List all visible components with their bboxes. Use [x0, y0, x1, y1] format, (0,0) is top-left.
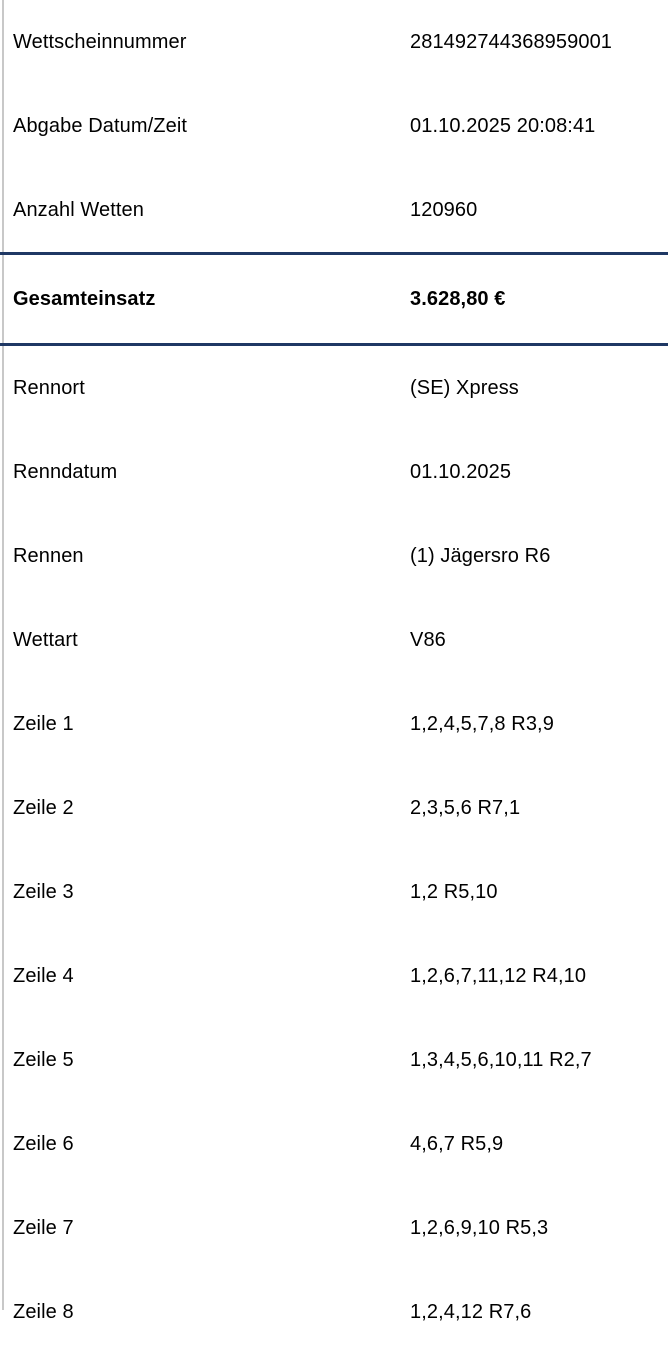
row-label: Zeile 2 — [13, 797, 74, 819]
row-label: Zeile 6 — [13, 1133, 74, 1155]
table-row: Wettscheinnummer 281492744368959001 — [0, 0, 668, 84]
table-row: Zeile 8 1,2,4,12 R7,6 — [0, 1270, 668, 1354]
table-row: Rennort (SE) Xpress — [0, 346, 668, 430]
table-row: Rennen (1) Jägersro R6 — [0, 514, 668, 598]
row-value: 1,3,4,5,6,10,11 R2,7 — [410, 1049, 592, 1071]
row-value: (SE) Xpress — [410, 377, 519, 399]
table-row: Zeile 4 1,2,6,7,11,12 R4,10 — [0, 934, 668, 1018]
table-row: Wettart V86 — [0, 598, 668, 682]
row-value: 4,6,7 R5,9 — [410, 1133, 504, 1155]
row-value: 1,2,6,9,10 R5,3 — [410, 1217, 549, 1239]
total-divider-bottom — [0, 343, 668, 346]
table-row: Zeile 2 2,3,5,6 R7,1 — [0, 766, 668, 850]
table-row: Renndatum 01.10.2025 — [0, 430, 668, 514]
table-row: Zeile 5 1,3,4,5,6,10,11 R2,7 — [0, 1018, 668, 1102]
row-label: Wettart — [13, 629, 78, 651]
row-value: 281492744368959001 — [410, 31, 613, 53]
table-row: Zeile 6 4,6,7 R5,9 — [0, 1102, 668, 1186]
total-row: Gesamteinsatz 3.628,80 € — [0, 255, 668, 343]
row-value: (1) Jägersro R6 — [410, 545, 551, 567]
row-label: Zeile 5 — [13, 1049, 74, 1071]
total-row-value: 3.628,80 € — [410, 288, 506, 310]
row-value: 1,2 R5,10 — [410, 881, 498, 903]
table-row: Zeile 1 1,2,4,5,7,8 R3,9 — [0, 682, 668, 766]
left-edge-rule — [2, 0, 4, 1310]
row-label: Renndatum — [13, 461, 118, 483]
table-row: Abgabe Datum/Zeit 01.10.2025 20:08:41 — [0, 84, 668, 168]
table-row: Zeile 7 1,2,6,9,10 R5,3 — [0, 1186, 668, 1270]
total-row-label: Gesamteinsatz — [13, 288, 156, 310]
row-label: Zeile 3 — [13, 881, 74, 903]
row-value: 1,2,6,7,11,12 R4,10 — [410, 965, 587, 987]
row-label: Rennort — [13, 377, 85, 399]
row-label: Zeile 7 — [13, 1217, 74, 1239]
table-row: Zeile 3 1,2 R5,10 — [0, 850, 668, 934]
row-label: Zeile 4 — [13, 965, 74, 987]
row-value: 01.10.2025 20:08:41 — [410, 115, 596, 137]
row-label: Zeile 1 — [13, 713, 74, 735]
row-label: Rennen — [13, 545, 84, 567]
row-value: 1,2,4,5,7,8 R3,9 — [410, 713, 554, 735]
row-label: Anzahl Wetten — [13, 199, 145, 221]
table-row: Anzahl Wetten 120960 — [0, 168, 668, 252]
row-value: V86 — [410, 629, 446, 651]
row-label: Abgabe Datum/Zeit — [13, 115, 188, 137]
total-divider-top — [0, 252, 668, 255]
row-label: Wettscheinnummer — [13, 31, 187, 53]
row-value: 01.10.2025 — [410, 461, 512, 483]
row-value: 2,3,5,6 R7,1 — [410, 797, 521, 819]
betting-slip-detail-sheet: Wettscheinnummer 281492744368959001 Abga… — [0, 0, 668, 1323]
row-value: 1,2,4,12 R7,6 — [410, 1301, 532, 1323]
row-label: Zeile 8 — [13, 1301, 74, 1323]
row-value: 120960 — [410, 199, 478, 221]
